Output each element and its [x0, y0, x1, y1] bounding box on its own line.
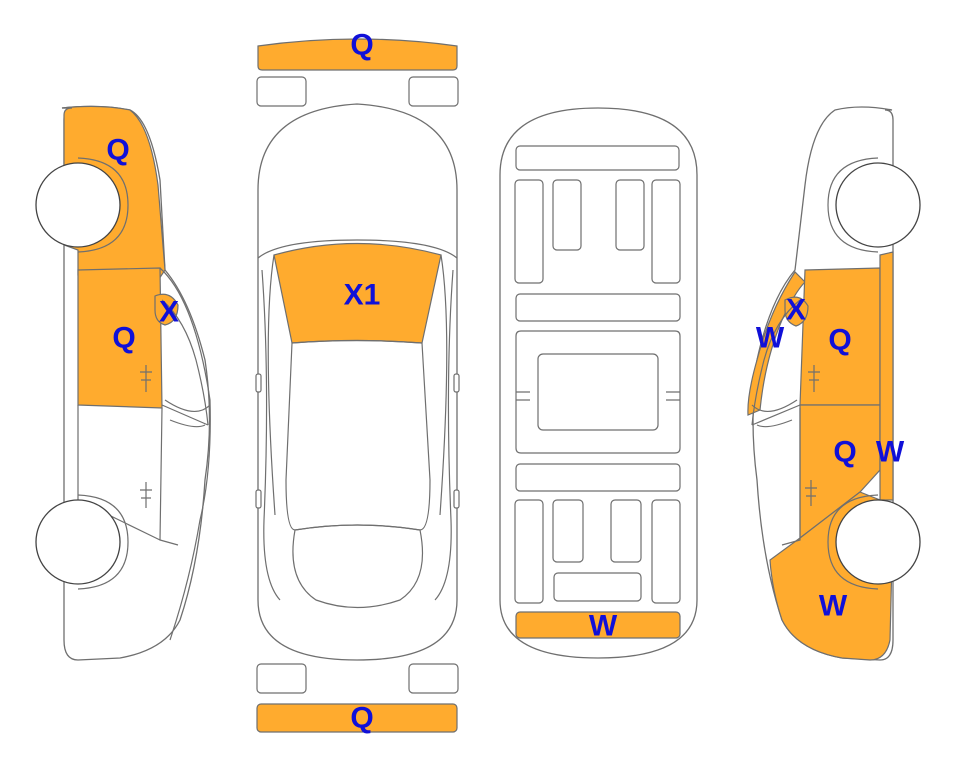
underside-rear-panel-code: W: [589, 610, 618, 643]
left-rear-handle: [140, 482, 152, 508]
underside-rear-right-rail: [651, 499, 681, 604]
top-view-left-mirror: [255, 373, 262, 393]
top-view-hood-line: [257, 239, 458, 259]
right-front-handle: [808, 365, 820, 392]
underside-view: W: [499, 107, 698, 659]
underside-rear-left-rail: [514, 499, 544, 604]
top-view-right-mirror: [453, 373, 460, 393]
top-view: Q X1 Q: [255, 29, 460, 735]
windshield-code: X1: [344, 279, 381, 312]
left-wheel-arch-front: [77, 157, 129, 253]
underside-floor-frame-notches: [516, 391, 680, 401]
right-mirror-code: X: [786, 294, 806, 327]
rear-bumper: [256, 703, 458, 733]
top-view-body-outline: [257, 103, 458, 661]
underside-rear-crossmember: [515, 463, 681, 492]
underside-front-crossmember: [515, 145, 680, 171]
right-rear-quarter-code: W: [819, 590, 848, 623]
right-mirror: [784, 296, 809, 327]
front-left-headlight: [256, 76, 307, 107]
right-front-door-code: Q: [828, 324, 851, 357]
top-view-right-handle: [453, 489, 460, 509]
right-rear-wheel: [835, 499, 921, 585]
underside-rear-right-mount: [610, 499, 642, 563]
left-front-door-code: Q: [112, 322, 135, 355]
underside-front-right-rail: [651, 179, 681, 284]
right-wheel-arch-front: [827, 157, 879, 253]
left-front-wheel: [35, 162, 121, 248]
underside-front-left-rail: [514, 179, 544, 284]
rear-left-taillight: [256, 663, 307, 694]
left-rear-wheel: [35, 499, 121, 585]
right-b-pillar-code: W: [876, 436, 905, 469]
right-rear-handle: [805, 480, 817, 506]
underside-rear-left-mount: [552, 499, 584, 563]
left-side-roof-line: [159, 267, 211, 641]
left-front-fender-code: Q: [106, 134, 129, 167]
top-view-side-lines: [261, 254, 454, 601]
right-a-pillar-code: W: [756, 322, 785, 355]
left-wheel-arch-rear: [77, 494, 129, 590]
top-view-left-handle: [255, 489, 262, 509]
underside-center-crossmember: [515, 293, 681, 322]
front-right-headlight: [408, 76, 459, 107]
underside-center-tunnel: [537, 353, 659, 431]
right-rear-door-code: Q: [833, 436, 856, 469]
right-side-sill-line: [751, 399, 798, 428]
right-side-view: W X Q Q W W: [747, 106, 921, 661]
front-bumper: [257, 38, 458, 71]
left-side-view: Q Q X: [35, 105, 211, 661]
right-wheel-arch-rear: [827, 494, 879, 590]
left-mirror: [154, 293, 179, 326]
underside-spare-well: [553, 572, 642, 602]
rear-bumper-code: Q: [350, 702, 373, 735]
right-front-wheel: [835, 162, 921, 248]
rear-right-taillight: [408, 663, 459, 694]
left-front-handle: [140, 365, 152, 392]
left-mirror-code: X: [159, 296, 179, 329]
left-side-glass-line: [161, 299, 209, 426]
underside-front-left-mount: [552, 179, 582, 251]
underside-front-right-mount: [615, 179, 645, 251]
underside-rear-panel: [515, 611, 681, 639]
top-view-rear-window: [292, 524, 424, 609]
left-side-sill-line: [164, 399, 211, 428]
right-side-door-line: [751, 404, 801, 546]
front-bumper-code: Q: [350, 29, 373, 62]
right-b-pillar: [879, 251, 894, 501]
